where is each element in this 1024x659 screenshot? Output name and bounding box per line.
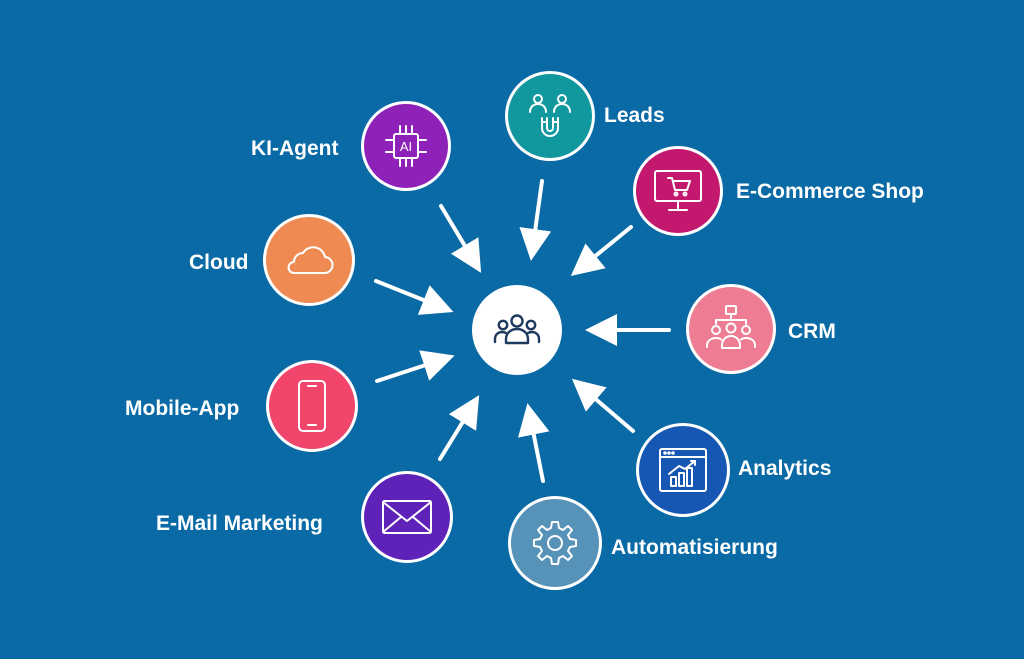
label-e-mail: E-Mail Marketing [156,512,323,535]
node-analytics [636,423,730,517]
analytics-chart-window-icon [659,448,707,492]
envelope-icon [382,500,432,534]
svg-text:AI: AI [400,139,412,154]
users-group-icon [493,314,541,345]
arrow-ki-agent [439,204,482,273]
node-crm [686,284,776,374]
label-analytics: Analytics [738,457,832,480]
org-people-icon [706,305,756,349]
label-leads: Leads [604,104,665,127]
arrow-automatisierung [518,403,550,483]
node-leads [505,71,595,161]
arrow-e-commerce [570,225,633,277]
node-e-commerce [633,146,723,236]
label-crm: CRM [788,320,836,343]
node-mobile-app [266,360,358,452]
arrow-e-mail [438,395,480,461]
gear-icon [533,521,577,565]
label-mobile-app: Mobile-App [125,397,240,420]
arrow-leads [519,179,552,261]
smartphone-icon [298,380,326,432]
ai-chip-icon: AI [385,125,427,167]
arrow-mobile-app [375,350,455,383]
label-cloud: Cloud [189,251,249,274]
arrow-cloud [374,279,454,315]
shopping-cart-monitor-icon [654,170,702,211]
people-magnet-icon [529,94,571,137]
node-automatisierung [508,496,602,590]
central-hub [472,285,562,375]
cloud-icon [287,246,334,274]
node-e-mail [361,471,453,563]
label-e-commerce: E-Commerce Shop [736,180,924,203]
label-ki-agent: KI-Agent [251,137,339,160]
label-automatisierung: Automatisierung [611,536,778,559]
node-ki-agent: AI [361,101,451,191]
node-cloud [263,214,355,306]
arrow-analytics [571,378,635,433]
